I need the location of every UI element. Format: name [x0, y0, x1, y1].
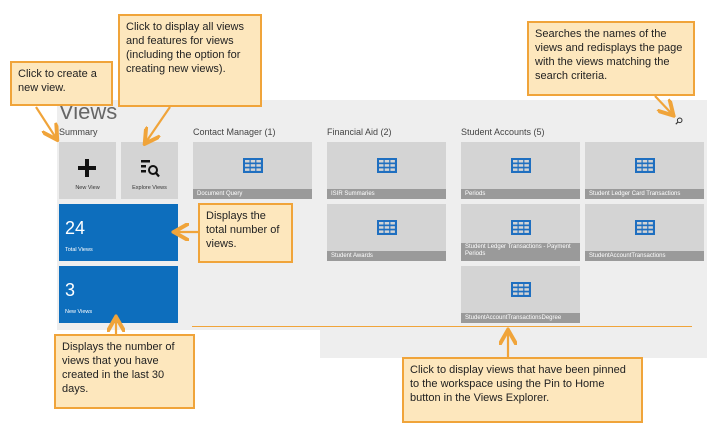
- total-views-tile[interactable]: 24 Total Views: [59, 204, 178, 261]
- summary-label: Summary: [59, 127, 98, 137]
- view-tile[interactable]: Document Query: [193, 142, 312, 199]
- view-tile-label: Student Awards: [327, 251, 446, 261]
- view-tile-label: Student Ledger Card Transactions: [585, 189, 704, 199]
- view-tile-label: ISIR Summaries: [327, 189, 446, 199]
- new-views-label: New Views: [65, 309, 93, 315]
- group-contact-manager-label: Contact Manager (1): [193, 127, 276, 137]
- total-views-count: 24: [65, 218, 86, 238]
- new-view-label: New View: [75, 185, 100, 191]
- callout-pinned-views: Click to display views that have been pi…: [402, 357, 643, 423]
- view-tile-label: Document Query: [193, 189, 312, 199]
- pinned-views-bracket: [192, 326, 692, 327]
- group-financial-aid-label: Financial Aid (2): [327, 127, 392, 137]
- view-tile[interactable]: Student Ledger Card Transactions: [585, 142, 704, 199]
- view-tile[interactable]: Student Ledger Transactions - Payment Pe…: [461, 204, 580, 261]
- callout-create-view: Click to create a new view.: [10, 61, 113, 106]
- view-tile-label: Student Ledger Transactions - Payment Pe…: [461, 243, 580, 261]
- view-tile-label: StudentAccountTransactions: [585, 251, 704, 261]
- new-view-button[interactable]: New View: [59, 142, 116, 199]
- plus-icon: [78, 159, 96, 177]
- group-student-accounts-label: Student Accounts (5): [461, 127, 545, 137]
- view-tile[interactable]: Periods: [461, 142, 580, 199]
- view-tile[interactable]: StudentAccountTransactionsDegree: [461, 266, 580, 323]
- callout-total-views: Displays the total number of views.: [198, 203, 293, 263]
- callout-explore-views: Click to display all views and features …: [118, 14, 262, 107]
- view-tile-label: Periods: [461, 189, 580, 199]
- explore-views-icon: [141, 160, 160, 178]
- explore-views-label: Explore Views: [132, 185, 167, 191]
- explore-views-button[interactable]: Explore Views: [121, 142, 178, 199]
- view-tile[interactable]: ISIR Summaries: [327, 142, 446, 199]
- callout-recent-views: Displays the number of views that you ha…: [54, 334, 195, 409]
- view-tile[interactable]: StudentAccountTransactions: [585, 204, 704, 261]
- view-tile-label: StudentAccountTransactionsDegree: [461, 313, 580, 323]
- view-tile[interactable]: Student Awards: [327, 204, 446, 261]
- search-icon[interactable]: [675, 117, 683, 125]
- total-views-label: Total Views: [65, 247, 93, 253]
- new-views-count: 3: [65, 280, 76, 300]
- new-views-tile[interactable]: 3 New Views: [59, 266, 178, 323]
- callout-search: Searches the names of the views and redi…: [527, 21, 695, 96]
